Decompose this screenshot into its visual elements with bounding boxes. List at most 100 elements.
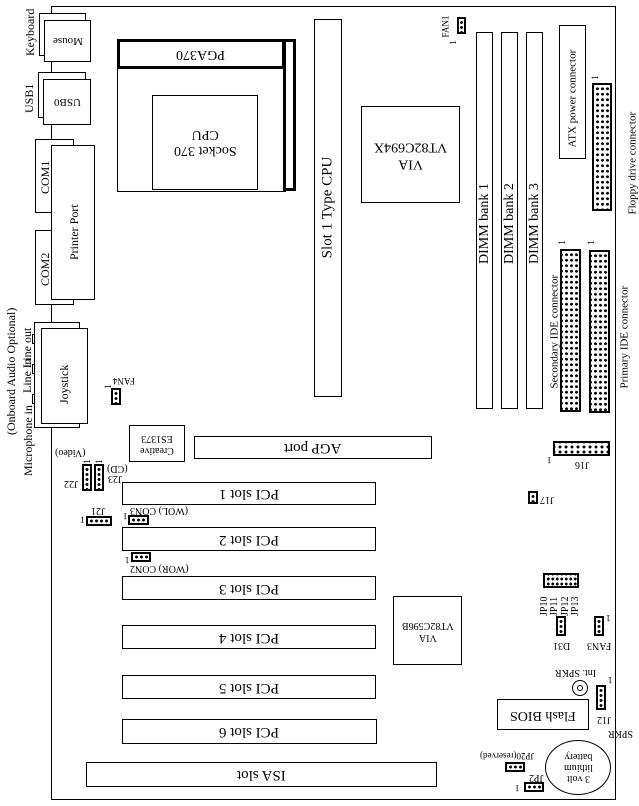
southbridge-chip: VIA VT82C596B [393, 596, 462, 665]
jp2-header [524, 782, 544, 792]
dimm-bank-1 [476, 32, 493, 409]
joystick-label: Joystick [57, 364, 71, 404]
pci-slot-5-label: PCI slot 5 [218, 679, 279, 696]
socket370-cpu: Socket 370 CPU [152, 95, 258, 190]
j22-header [82, 464, 92, 491]
fan3-label: FAN3 [587, 640, 612, 651]
socket-line2: CPU [191, 127, 219, 143]
j23-header [94, 464, 104, 491]
j16-pin1: 1 [547, 455, 552, 465]
mouse-port: Mouse [44, 20, 91, 62]
joystick-port [41, 328, 88, 424]
internal-speaker-center [577, 685, 583, 691]
socket-line1: Socket 370 [173, 143, 237, 159]
j16-header [553, 441, 610, 456]
com1-label: COM1 [38, 160, 52, 194]
internal-speaker [572, 680, 588, 696]
jp11-label: JP11 [549, 596, 560, 616]
northbridge-chip: VIA VT82C694X [361, 106, 460, 203]
audio-chip-line1: Creative [140, 444, 174, 456]
pci-slot-2: PCI slot 2 [122, 527, 376, 551]
fan3-header [594, 616, 604, 636]
pci-slot-4: PCI slot 4 [122, 625, 376, 649]
northbridge-line1: VIA [398, 156, 423, 172]
atx-power-label: ATX power connector [566, 49, 579, 148]
flash-bios: Flash BIOS [497, 699, 589, 730]
con3-pin1: 1 [123, 511, 128, 521]
usb1-label: USB1 [22, 83, 36, 113]
j22-label: J22 [64, 478, 78, 489]
battery-text: 3 volt lithium battery [564, 751, 593, 784]
dimm-bank-2 [501, 32, 518, 409]
southbridge-line1: VIA [418, 631, 437, 643]
southbridge-line2: VT82C596B [401, 619, 454, 631]
board-top [51, 6, 616, 7]
fan1-header [457, 17, 466, 34]
usb0-label: USB0 [53, 96, 81, 108]
pci-slot-5: PCI slot 5 [122, 675, 376, 699]
jp20-label: JP20(reserved) [480, 751, 534, 761]
fan4-label: FAN4 [113, 376, 135, 386]
usb0-port: USB0 [43, 79, 91, 125]
pga370-label: PGA370 [176, 47, 226, 62]
j21-header [86, 516, 112, 526]
battery-line3: battery [564, 751, 592, 762]
con2-pin1: 1 [125, 555, 130, 565]
video-label: (Video) [55, 447, 86, 458]
mouse-label: Mouse [52, 35, 83, 47]
audio-chip: Creative ES1373 [129, 425, 185, 462]
cmos-battery: 3 volt lithium battery [545, 740, 611, 795]
j17-label: J17 [540, 494, 554, 505]
pci-slot-1: PCI slot 1 [122, 482, 376, 505]
audio-optional-label: (Onboard Audio Optional) [4, 307, 18, 435]
pga370-bar: PGA370 [117, 39, 285, 69]
audio-chip-line2: ES1373 [141, 432, 173, 444]
dimm-bank-3-label: DIMM bank 3 [527, 183, 542, 264]
line-out-jack [32, 334, 35, 344]
flash-bios-label: Flash BIOS [510, 707, 576, 723]
slot1-label: Slot 1 Type CPU [319, 156, 336, 259]
jp10-13-jumpers [543, 573, 579, 588]
j12-label: J12 [597, 714, 611, 725]
keyboard-label: Keyboard [23, 8, 37, 56]
pci-slot-4-label: PCI slot 4 [218, 629, 279, 646]
northbridge-line2: VT82C694X [373, 139, 448, 155]
con3-label: (WOL) CON3 [130, 505, 189, 516]
agp-port: AGP port [194, 436, 432, 459]
line-in-jack [32, 364, 35, 374]
con2-label: (WOR) CON2 [130, 563, 189, 574]
j17-header [528, 491, 538, 504]
floppy-connector [592, 83, 612, 211]
battery-line2: lithium [563, 762, 593, 773]
j12-pin1: 1 [608, 675, 613, 685]
microphone-in-label: Microphone in [21, 405, 35, 476]
dimm-bank-1-label: DIMM bank 1 [477, 183, 492, 264]
isa-slot: ISA slot [86, 762, 437, 787]
isa-label: ISA slot [237, 767, 286, 783]
pci-slot-3-label: PCI slot 3 [218, 580, 279, 597]
northbridge-text: VIA VT82C694X [374, 138, 447, 172]
floppy-label: Floppy drive connector [626, 111, 639, 215]
pci-slot-1-label: PCI slot 1 [218, 486, 279, 502]
con3-header [128, 515, 149, 525]
audio-chip-text: Creative ES1373 [140, 432, 174, 456]
pci-slot-6-label: PCI slot 6 [219, 724, 280, 740]
j23-label: J23 [108, 473, 122, 484]
cd-label: (CD) [107, 463, 128, 474]
pci-slot-3: PCI slot 3 [122, 576, 376, 600]
floppy-pin1: 1 [589, 75, 600, 80]
pci-slot-6: PCI slot 6 [122, 719, 377, 744]
d31-header [556, 616, 566, 636]
southbridge-text: VIA VT82C596B [402, 619, 454, 643]
secondary-ide-pin1: 1 [556, 240, 567, 245]
j23-pin1: 1 [93, 459, 104, 464]
board-right-edge [615, 6, 616, 800]
slot1-cpu [314, 19, 342, 397]
com2-label: COM2 [38, 252, 52, 286]
primary-ide-label: Primary IDE connector [618, 285, 631, 389]
jp2-pin1: 1 [515, 783, 520, 793]
j22-pin1: 1 [81, 459, 92, 464]
printer-port-label: Printer Port [67, 204, 81, 260]
fan1-label: FAN1 [440, 15, 451, 38]
fan1-pin1: 1 [447, 40, 458, 45]
